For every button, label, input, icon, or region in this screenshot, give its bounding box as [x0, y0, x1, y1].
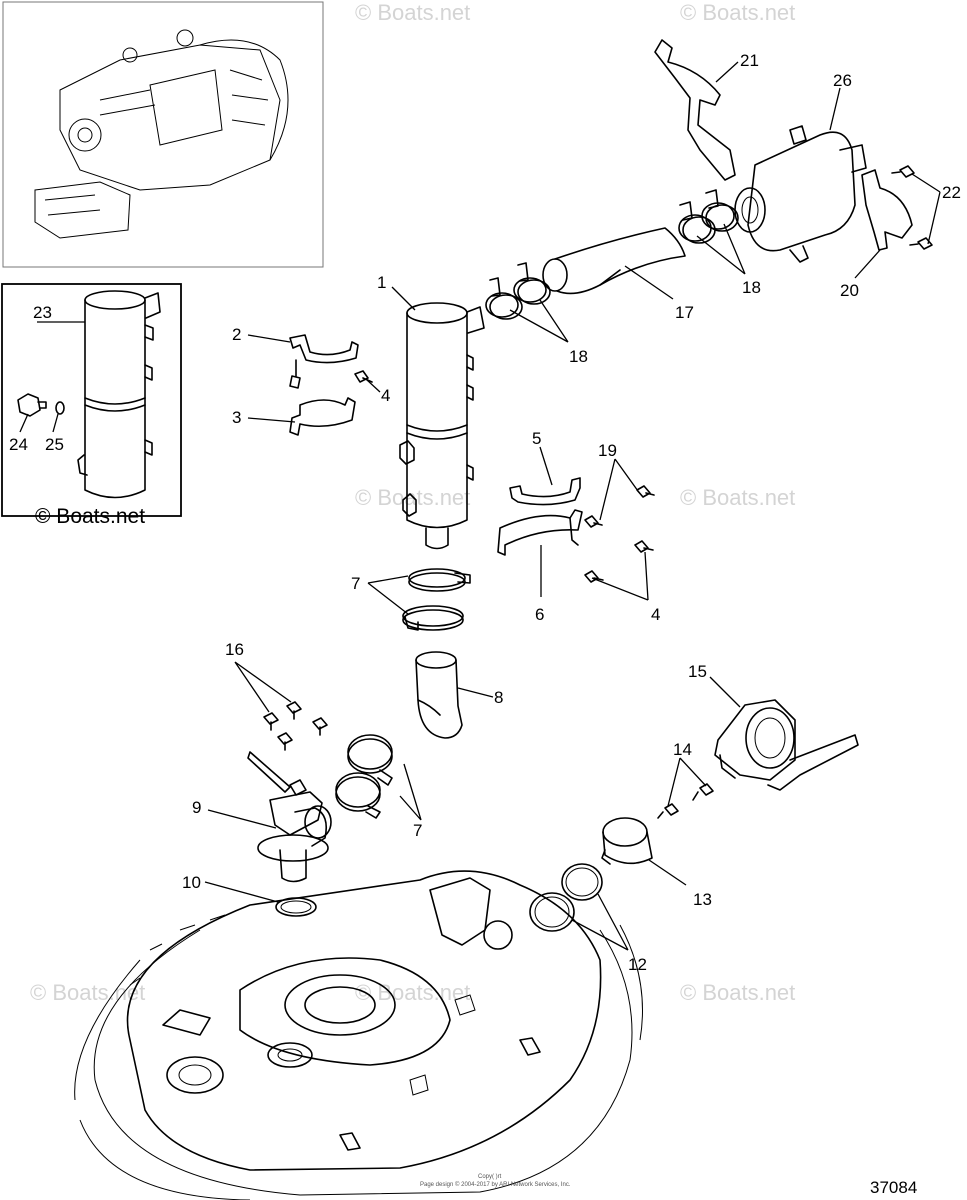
callout-15: 15 [688, 662, 707, 681]
callout-8: 8 [494, 688, 503, 707]
part-19-bolts [584, 485, 655, 528]
callout-12: 12 [628, 955, 647, 974]
part-18-clamps [485, 189, 739, 320]
callout-13: 13 [693, 890, 712, 909]
part-20-bracket [861, 169, 913, 251]
watermark: © Boats.net [680, 980, 795, 1005]
part-16-bolts [263, 701, 328, 751]
callout-10: 10 [182, 873, 201, 892]
callout-14: 14 [673, 740, 692, 759]
callout-26: 26 [833, 71, 852, 90]
watermark: © Boats.net [30, 980, 145, 1005]
inset-watermark: © Boats.net [35, 505, 145, 528]
callout-25: 25 [45, 435, 64, 454]
figure-id: 37084 [870, 1178, 917, 1197]
callout-20: 20 [840, 281, 859, 300]
leader-lines [204, 61, 941, 951]
watermarks: © Boats.net © Boats.net © Boats.net © Bo… [30, 0, 795, 1005]
callout-3: 3 [232, 408, 241, 427]
callout-17: 17 [675, 303, 694, 322]
callout-6: 6 [535, 605, 544, 624]
callout-24: 24 [9, 435, 28, 454]
part-15-strainer [714, 699, 859, 791]
part-3-bracket [289, 397, 356, 436]
part-26-cooler [734, 125, 867, 263]
callout-5: 5 [532, 429, 541, 448]
callout-19: 19 [598, 441, 617, 460]
part-5-strap [509, 477, 581, 506]
callout-1: 1 [377, 273, 386, 292]
part-8-hose [415, 651, 463, 739]
callout-7: 7 [351, 574, 360, 593]
callout-2: 2 [232, 325, 241, 344]
part-1-heat-exchanger [399, 302, 485, 550]
part-7-clamps-lower [335, 734, 393, 819]
engine-thumbnail [2, 1, 324, 268]
part-22-bolts [891, 165, 933, 250]
copyright-line-2: Page design © 2004-2017 by ARI Network S… [420, 1181, 571, 1188]
callout-4: 4 [381, 386, 390, 405]
part-2-bracket [289, 334, 359, 389]
part-6-strap [497, 509, 583, 556]
callout-23: 23 [33, 303, 52, 322]
part-9-seacock [247, 751, 332, 883]
watermark: © Boats.net [355, 980, 470, 1005]
part-4-bolts [354, 370, 654, 583]
callout-9: 9 [192, 798, 201, 817]
watermark: © Boats.net [680, 0, 795, 25]
part-21-bracket [654, 39, 736, 181]
lower-housing [74, 870, 643, 1200]
footer: Copy( )rt Page design © 2004-2017 by ARI… [420, 1174, 917, 1197]
part-12-o-rings [529, 863, 603, 932]
part-7-clamps-upper [402, 568, 471, 631]
callout-18: 18 [742, 278, 761, 297]
inset-panel: 23 24 25 © Boats.net [1, 283, 182, 528]
callout-21: 21 [740, 51, 759, 70]
callout-22: 22 [942, 183, 961, 202]
part-14-bolts [657, 783, 714, 819]
callout-7: 7 [413, 821, 422, 840]
callout-16: 16 [225, 640, 244, 659]
part-17-hose [542, 227, 686, 295]
watermark: © Boats.net [680, 485, 795, 510]
copyright-line-1: Copy( )rt [478, 1174, 502, 1180]
watermark: © Boats.net [355, 0, 470, 25]
callouts: 1 2 3 4 4 5 6 7 7 8 9 10 12 13 14 15 16 … [182, 51, 961, 974]
part-13-fitting [601, 817, 653, 865]
callout-18: 18 [569, 347, 588, 366]
callout-4: 4 [651, 605, 660, 624]
